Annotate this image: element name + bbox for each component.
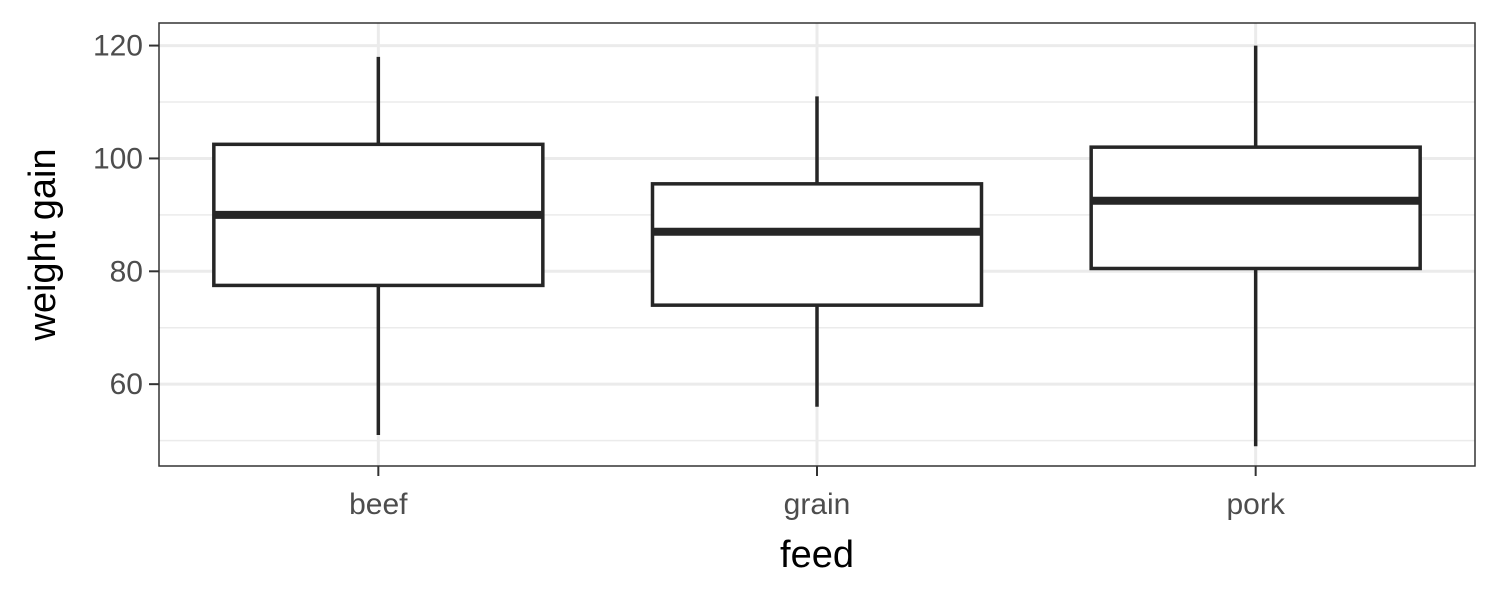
- y-tick-label: 100: [93, 142, 143, 175]
- x-tick-label: grain: [784, 488, 851, 521]
- x-tick-label: beef: [349, 488, 408, 521]
- y-axis-title: weight gain: [22, 148, 64, 341]
- axis-layer: 60 80 100 120 beef grain pork: [93, 30, 1286, 521]
- box-iqr: [650, 182, 984, 307]
- y-tick-label: 120: [93, 30, 143, 63]
- box-iqr: [1089, 145, 1422, 271]
- box-pork: [1089, 45, 1422, 447]
- box-grain: [650, 96, 984, 407]
- box-layer: [212, 45, 1422, 447]
- x-tick-label: pork: [1226, 488, 1285, 521]
- x-axis-title: feed: [780, 534, 854, 576]
- box-beef: [212, 56, 545, 435]
- y-tick-label: 60: [110, 368, 143, 401]
- y-tick-label: 80: [110, 255, 143, 288]
